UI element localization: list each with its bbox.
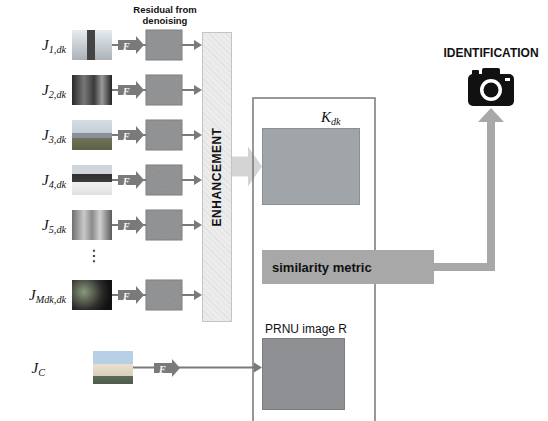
arrow-shape-fill: [118, 126, 144, 144]
edge-label: F: [154, 359, 180, 377]
residual-squares: [146, 30, 182, 310]
image-thumbnail: J3,dk: [72, 120, 112, 150]
residual-square: [146, 75, 182, 105]
edge-label: F: [118, 126, 144, 144]
arrow-head: [194, 85, 202, 95]
edge-label-text: F: [118, 83, 130, 101]
residual-noise: [146, 75, 182, 105]
residual-square: [146, 165, 182, 195]
edge-label: F: [118, 36, 144, 54]
residual-square: [146, 280, 182, 310]
image-thumbnail: JMdk,dk: [72, 280, 112, 310]
ellipsis-dots: ⋮: [86, 246, 102, 265]
node-text: ENHANCEMENT: [210, 128, 224, 227]
node-text: J3,dk: [42, 127, 66, 144]
subscript: C: [38, 366, 45, 377]
arrow-head: [254, 363, 262, 373]
residual-square: [146, 210, 182, 240]
arrow-shape: [118, 286, 144, 304]
arrow-head: [194, 175, 202, 185]
edge-label: F: [118, 81, 144, 99]
edge-label: F: [118, 286, 144, 304]
node-text: PRNU image R: [265, 322, 347, 336]
camera-button: [472, 70, 479, 75]
arrow-shape-fill: [154, 359, 180, 377]
arrow-head: [194, 220, 202, 230]
node-text: Kdk: [321, 109, 341, 126]
connector: [232, 147, 262, 187]
edge-label-text: F: [118, 38, 130, 56]
edge-label: F: [118, 171, 144, 189]
subscript: Mdk,dk: [36, 294, 66, 305]
camera-icon: [466, 64, 516, 108]
fingerprint-square: Kdk: [262, 128, 360, 205]
node-text: J5,dk: [42, 217, 66, 234]
residual-square: [146, 120, 182, 150]
arrow-shape: [118, 36, 144, 54]
image-thumbnail: J5,dk: [72, 210, 112, 240]
node-text: J1,dk: [42, 37, 66, 54]
node-text: JMdk,dk: [29, 287, 66, 304]
subscript: 1,dk: [49, 44, 66, 55]
edge-label-text: F: [118, 288, 130, 306]
arrow-shape: [154, 359, 180, 377]
connector-line: [133, 367, 255, 369]
connector-line: [232, 157, 249, 177]
image-thumbnail: J2,dk: [72, 75, 112, 105]
prnu-square: PRNU image R: [262, 338, 345, 410]
arrow-shape-fill: [118, 81, 144, 99]
residual-noise: [146, 30, 182, 60]
residual-noise: [146, 210, 182, 240]
arrow-head: [194, 40, 202, 50]
subscript: dk: [331, 116, 341, 127]
metric-band: similarity metric: [262, 250, 434, 284]
node-text: IDENTIFICATION: [443, 46, 538, 60]
edge-label-text: F: [154, 361, 166, 379]
arrow-head: [194, 130, 202, 140]
arrow-shape-fill: [118, 286, 144, 304]
camera-flash: [505, 78, 510, 81]
residual-square: [146, 30, 182, 60]
edge-label-text: F: [118, 218, 130, 236]
arrow-shape-fill: [118, 216, 144, 234]
connector: [434, 108, 504, 267]
arrow-shape-fill: [118, 36, 144, 54]
connector: [133, 363, 262, 373]
edge-label-text: F: [118, 173, 130, 191]
residual-noise: [146, 280, 182, 310]
node-text: J2,dk: [42, 82, 66, 99]
arrow-shape: [118, 171, 144, 189]
arrow-head: [194, 290, 202, 300]
arrow-head: [478, 108, 504, 122]
image-thumbnail: J4,dk: [72, 165, 112, 195]
arrow-shape: [118, 216, 144, 234]
image-thumbnail: J1,dk: [72, 30, 112, 60]
residual-noise: [146, 120, 182, 150]
subscript: 4,dk: [49, 179, 66, 190]
arrow-shape: [118, 81, 144, 99]
image-thumbnail: JC: [93, 351, 133, 384]
node-text: similarity metric: [272, 260, 372, 275]
column-heading: Residual from denoising: [128, 4, 202, 27]
camera-lens-ring: [480, 79, 502, 101]
camera-node: IDENTIFICATION: [466, 64, 516, 108]
arrow-shape-fill: [118, 171, 144, 189]
camera-lens: [484, 83, 499, 98]
edge-label: F: [118, 216, 144, 234]
arrow-head: [248, 147, 262, 187]
subscript: 2,dk: [49, 89, 66, 100]
edge-label-text: F: [118, 128, 130, 146]
subscript: 5,dk: [49, 224, 66, 235]
node-text: J4,dk: [42, 172, 66, 189]
subscript: 3,dk: [49, 134, 66, 145]
enhancement-band: ENHANCEMENT: [202, 32, 232, 322]
connector-line: [434, 121, 491, 267]
arrow-shape: [118, 126, 144, 144]
camera-top: [482, 68, 500, 76]
residual-noise: [146, 165, 182, 195]
camera-body: [468, 74, 514, 106]
node-text: JC: [32, 359, 45, 376]
